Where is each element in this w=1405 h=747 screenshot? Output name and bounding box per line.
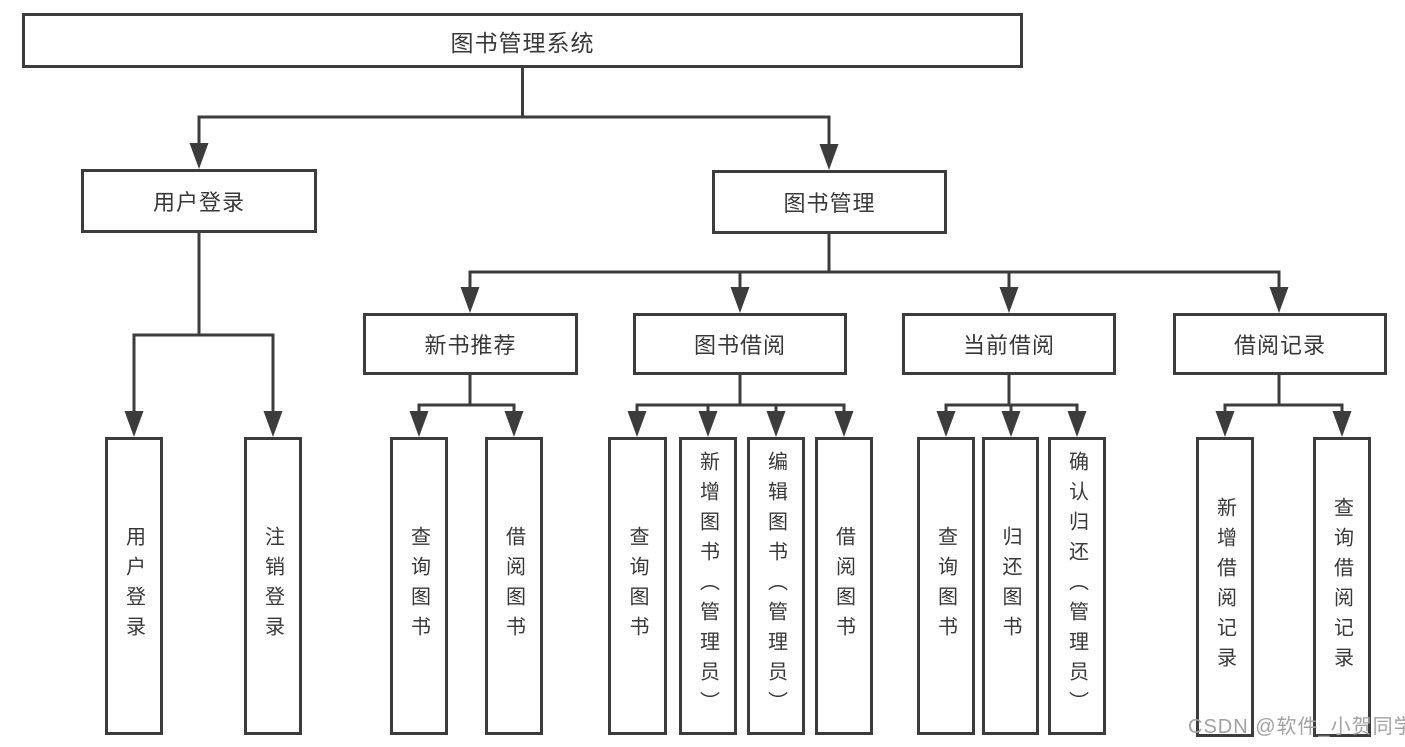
leaf-user-login: 用户登录: [105, 437, 163, 735]
leaf-add-borrow-record: 新增借阅记录: [1196, 437, 1254, 737]
node-root: 图书管理系统: [22, 13, 1023, 68]
leaf-label: 归还图书: [999, 526, 1021, 646]
csdn-watermark: CSDN @软件_小贺同学: [1188, 716, 1405, 738]
leaf-edit-books-admin: 编辑图书（管理员）: [747, 437, 805, 735]
leaf-search-borrow-record: 查询借阅记录: [1313, 437, 1371, 737]
leaf-confirm-return-admin: 确认归还（管理员）: [1048, 437, 1106, 735]
node-label: 用户登录: [152, 190, 245, 215]
leaf-borrow-books: 借阅图书: [485, 437, 543, 735]
node-book-borrowing: 图书借阅: [633, 313, 847, 375]
leaf-label: 确认归还（管理员）: [1065, 451, 1088, 721]
leaf-label: 借阅图书: [502, 526, 525, 646]
node-label: 图书借阅: [693, 333, 786, 358]
node-label: 图书管理: [783, 191, 876, 216]
leaf-label: 用户登录: [122, 526, 145, 646]
node-user-login: 用户登录: [81, 169, 317, 233]
leaf-label: 借阅图书: [832, 526, 855, 646]
leaf-borrow-books: 借阅图书: [815, 437, 873, 735]
node-book-management: 图书管理: [712, 170, 947, 234]
leaf-label: 查询图书: [626, 526, 648, 646]
leaf-logout: 注销登录: [244, 437, 302, 735]
node-label: 当前借阅: [962, 333, 1055, 358]
leaf-label: 编辑图书（管理员）: [764, 451, 787, 721]
leaf-label: 新增借阅记录: [1213, 497, 1236, 677]
leaf-label: 查询借阅记录: [1330, 497, 1353, 677]
node-root-label: 图书管理系统: [450, 29, 595, 56]
leaf-search-books: 查询图书: [917, 437, 975, 735]
leaf-add-books-admin: 新增图书（管理员）: [679, 437, 737, 735]
leaf-label: 查询图书: [934, 526, 957, 646]
leaf-label: 查询图书: [407, 526, 430, 646]
leaf-label: 注销登录: [261, 526, 284, 646]
node-borrowing-records: 借阅记录: [1173, 313, 1387, 375]
node-label: 新书推荐: [424, 333, 517, 358]
node-label: 借阅记录: [1233, 333, 1326, 358]
node-current-borrowing: 当前借阅: [902, 313, 1116, 375]
node-new-book-recommend: 新书推荐: [363, 313, 578, 375]
leaf-search-books: 查询图书: [608, 437, 667, 735]
leaf-label: 新增图书（管理员）: [696, 451, 719, 721]
leaf-search-books: 查询图书: [390, 437, 448, 735]
leaf-return-books: 归还图书: [982, 437, 1039, 735]
